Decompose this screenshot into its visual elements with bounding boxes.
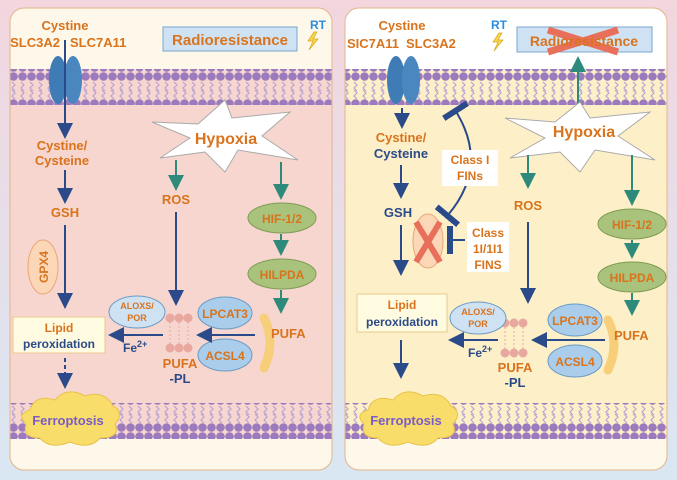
alox-ellipse [108, 295, 166, 329]
ferroptosis-cloud [359, 391, 458, 446]
fe-label: Fe2+ [123, 339, 147, 355]
pufa-label: PUFA [614, 328, 649, 343]
sic7a11-label: SIC7A11 [347, 36, 399, 51]
ros-label: ROS [162, 192, 191, 207]
alox-ellipse [449, 301, 507, 335]
gpx4-label: GPX4 [37, 251, 51, 283]
rt-label: RT [310, 18, 327, 32]
hif-ellipse [247, 202, 317, 234]
slc7a11-label: SLC7A11 [70, 35, 126, 50]
cystine-cysteine-label-2: Cysteine [374, 146, 428, 161]
pufa-label: PUFA [271, 326, 306, 341]
lipid-label: Lipid [45, 321, 74, 335]
lpcat3-label: LPCAT3 [552, 314, 598, 328]
lightning-icon [307, 31, 319, 51]
ferroptosis-label: Ferroptosis [370, 413, 442, 428]
transporter-channel [49, 56, 82, 104]
hif-ellipse [597, 208, 667, 240]
cystine-cysteine-label-2: Cysteine [35, 153, 89, 168]
fe-label: Fe2+ [468, 344, 492, 360]
lpcat3-ellipse [547, 303, 603, 337]
peroxidation-label: peroxidation [366, 315, 438, 329]
peroxidation-label: peroxidation [23, 337, 95, 351]
hypoxia-star [151, 99, 299, 173]
hypoxia-label: Hypoxia [553, 124, 615, 141]
cystine-cysteine-label: Cystine/ [37, 138, 88, 153]
slc3a2-label: SLC3A2 [10, 35, 60, 50]
class-i-label: Class I [451, 153, 490, 167]
acsl4-label: ACSL4 [555, 355, 595, 369]
cross-icon [546, 26, 620, 56]
fins-label: FINS [474, 258, 501, 272]
alox-label: ALOXS/ [461, 307, 495, 317]
acsl4-ellipse [197, 338, 253, 372]
left-panel: Cystine SLC3A2 SLC7A11 Radioresistance R… [9, 7, 333, 471]
hypoxia-label: Hypoxia [195, 131, 257, 148]
pufa-pl-label-2: -PL [170, 371, 191, 386]
lightning-icon [492, 32, 504, 52]
phospholipid-icon [165, 313, 193, 353]
hif-label: HIF-1/2 [612, 218, 652, 232]
class-i-fins-label: FINs [457, 169, 483, 183]
pufa-pl-label: PUFA [498, 360, 533, 375]
ferroptosis-label: Ferroptosis [32, 413, 104, 428]
cystine-label: Cystine [379, 18, 426, 33]
hilpda-label: HILPDA [260, 268, 305, 282]
cross-icon [413, 220, 443, 264]
acsl4-label: ACSL4 [205, 349, 245, 363]
radioresistance-label: Radioresistance [530, 33, 638, 49]
radioresistance-label: Radioresistance [172, 32, 288, 49]
por-label: POR [127, 313, 147, 323]
gsh-label: GSH [51, 205, 79, 220]
pufa-pl-label-2: -PL [505, 375, 526, 390]
acsl4-ellipse [547, 344, 603, 378]
lipid-label: Lipid [388, 298, 417, 312]
gpx4-ellipse [27, 239, 59, 295]
class-ii-iii-label: 1I/1I1 [473, 242, 503, 256]
cystine-cysteine-label: Cystine/ [376, 130, 427, 145]
hypoxia-star [504, 101, 656, 173]
hilpda-ellipse [597, 261, 667, 293]
hif-label: HIF-1/2 [262, 212, 302, 226]
radioresistance-box [162, 26, 298, 52]
gsh-label: GSH [384, 205, 412, 220]
alox-label: ALOXS/ [120, 301, 154, 311]
right-panel: Cystine SIC7A11 SLC3A2 RT Radioresistanc… [344, 7, 668, 471]
lipid-peroxidation-box [356, 293, 448, 333]
pufa-icon [259, 313, 275, 373]
slc3a2-label: SLC3A2 [406, 36, 456, 51]
rt-label: RT [491, 18, 508, 32]
cystine-label: Cystine [42, 18, 89, 33]
hilpda-label: HILPDA [610, 271, 655, 285]
transporter-channel [387, 56, 420, 104]
ros-label: ROS [514, 198, 543, 213]
hilpda-ellipse [247, 258, 317, 290]
por-label: POR [468, 319, 488, 329]
pufa-pl-label: PUFA [163, 356, 198, 371]
class-ii-iii-fins-box [467, 222, 509, 272]
lpcat3-label: LPCAT3 [202, 307, 248, 321]
pufa-icon [603, 315, 619, 375]
lipid-peroxidation-box [12, 316, 106, 354]
class-label: Class [472, 226, 504, 240]
class-i-fins-box [442, 150, 498, 186]
lpcat3-ellipse [197, 296, 253, 330]
ferroptosis-cloud [21, 391, 120, 446]
